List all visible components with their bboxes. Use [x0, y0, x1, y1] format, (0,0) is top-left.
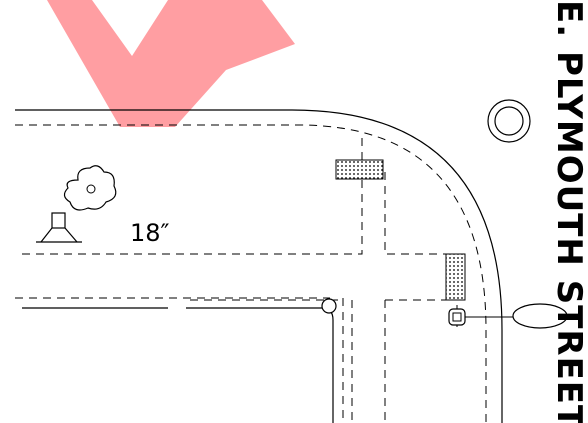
property-line-lower: [384, 299, 446, 423]
red-arrow-marker: [47, 0, 295, 127]
utility-pole-icon: [321, 298, 337, 314]
road-edge-right: [186, 307, 334, 423]
tree-icon: [63, 165, 117, 211]
easel-icon: [36, 212, 82, 243]
utility-box-upper: [335, 159, 384, 180]
manhole-icon: [487, 99, 531, 143]
street-name-label-container: E. PLYMOUTH STREET: [548, 0, 588, 423]
sidewalk-dashed-vertical: [342, 298, 353, 423]
tree-size-label: 18″: [130, 219, 170, 247]
light-fixture-icon: [448, 303, 568, 329]
property-line-right: [384, 172, 446, 255]
property-line-upper: [22, 135, 363, 255]
utility-box-right: [445, 253, 466, 301]
sidewalk-edge-dashed: [15, 124, 487, 423]
curb-line: [15, 109, 503, 423]
street-name-label: E. PLYMOUTH STREET: [549, 0, 588, 423]
